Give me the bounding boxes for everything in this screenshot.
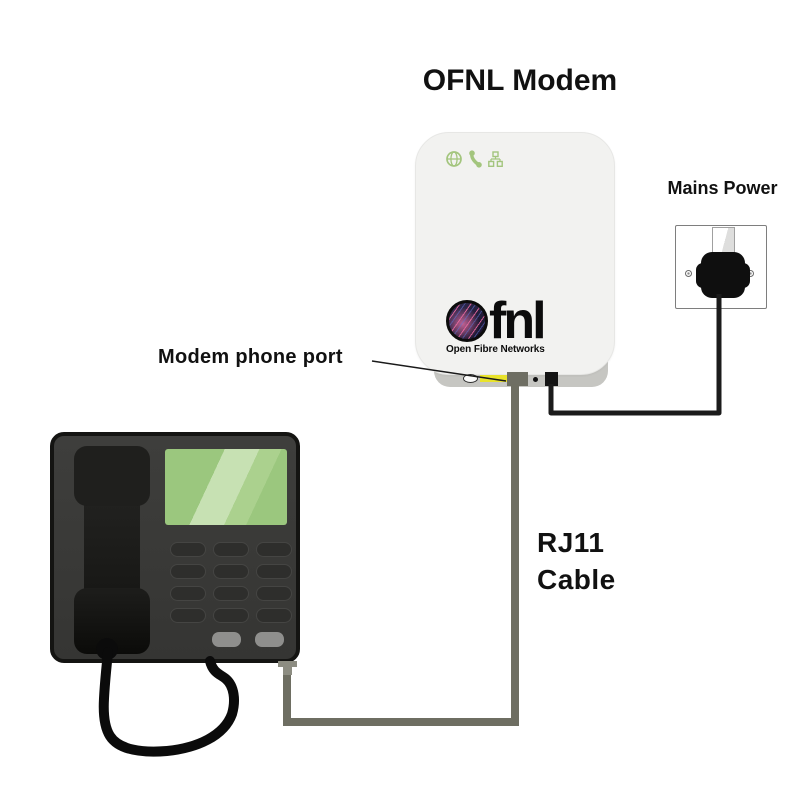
modem-title: OFNL Modem <box>422 64 618 97</box>
keypad-button <box>256 586 292 601</box>
socket-switch <box>712 227 735 254</box>
modem-body: fnl Open Fibre Networks <box>415 132 615 375</box>
keypad-button <box>170 586 206 601</box>
handset-cord <box>98 647 239 757</box>
keypad-button <box>256 542 292 557</box>
modem-led-dot <box>533 377 538 382</box>
keypad-button <box>170 542 206 557</box>
phone-function-buttons <box>212 632 284 647</box>
socket-screw-left <box>685 270 692 277</box>
modem-phone-port <box>507 372 528 386</box>
keypad-button <box>213 542 249 557</box>
keypad-button <box>170 608 206 623</box>
keypad-button <box>256 564 292 579</box>
phone-keypad <box>170 542 292 623</box>
fibre-logo-icon <box>446 300 488 342</box>
modem-status-icons <box>445 150 503 168</box>
keypad-button <box>256 608 292 623</box>
function-button <box>255 632 284 647</box>
handset-earpiece <box>74 446 150 506</box>
mains-power-label: Mains Power <box>667 178 778 198</box>
modem-port-oval <box>463 374 478 383</box>
keypad-button <box>213 608 249 623</box>
modem-power-port <box>545 372 558 386</box>
modem-phone-port-label: Modem phone port <box>158 346 343 368</box>
function-button <box>212 632 241 647</box>
telephone-body <box>50 432 300 663</box>
network-icon <box>488 150 503 168</box>
keypad-button <box>170 564 206 579</box>
modem-port-sticker <box>480 375 508 382</box>
keypad-button <box>213 586 249 601</box>
globe-icon <box>445 150 463 168</box>
power-plug-wings <box>696 263 750 288</box>
rj11-connector-stem <box>283 667 292 675</box>
phone-handset-icon <box>468 150 483 168</box>
phone-screen <box>165 449 287 525</box>
logo-tagline: Open Fibre Networks <box>446 344 545 355</box>
keypad-button <box>213 564 249 579</box>
rj11-cable-label: RJ11 Cable <box>537 527 616 595</box>
logo-brand-text: fnl <box>489 292 547 350</box>
rj11-cable <box>283 384 519 726</box>
handset-mouthpiece <box>74 588 150 654</box>
mains-socket <box>675 225 767 309</box>
